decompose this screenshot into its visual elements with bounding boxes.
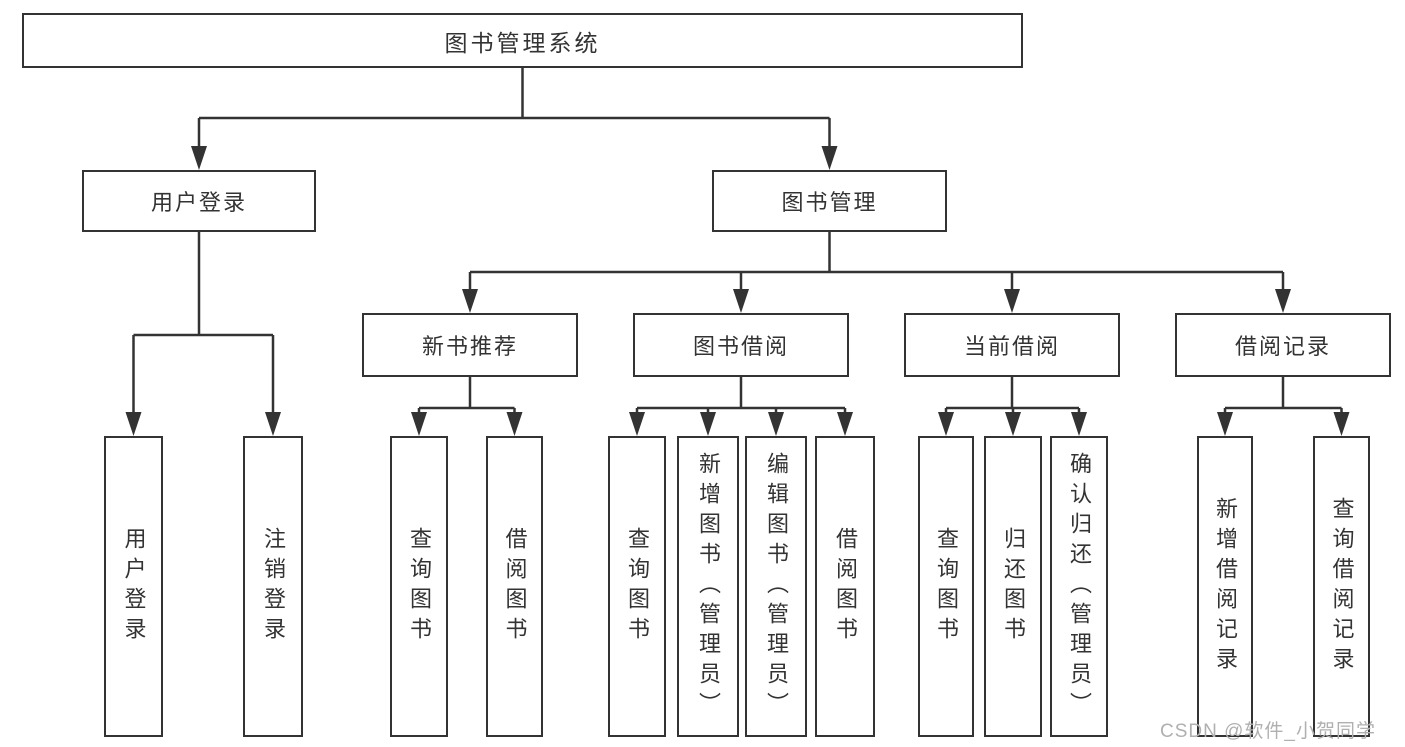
node-user-login: 用户登录 — [82, 170, 316, 232]
node-label: 新书推荐 — [421, 334, 518, 359]
arrow-down-icon — [1217, 412, 1233, 436]
arrow-down-icon — [938, 412, 954, 436]
leaf-logout: 注销登录 — [243, 436, 303, 737]
arrow-down-icon — [462, 289, 478, 313]
node-label: 注销登录 — [261, 526, 286, 647]
node-label: 查询图书 — [625, 526, 650, 647]
node-book-borrowing: 图书借阅 — [633, 313, 849, 377]
node-label: 新增图书（管理员） — [696, 451, 721, 722]
leaf-query-borrow-record: 查询借阅记录 — [1313, 436, 1370, 737]
arrow-down-icon — [265, 412, 281, 436]
arrow-down-icon — [821, 146, 838, 170]
node-label: 图书管理系统 — [444, 29, 601, 56]
arrow-down-icon — [733, 289, 749, 313]
arrow-down-icon — [1333, 412, 1350, 436]
node-label: 查询借阅记录 — [1329, 496, 1355, 677]
node-label: 借阅图书 — [502, 526, 528, 647]
leaf-borrow-books: 借阅图书 — [815, 436, 875, 737]
node-new-book-recommend: 新书推荐 — [362, 313, 578, 377]
node-label: 用户登录 — [121, 526, 147, 647]
node-label: 确认归还（管理员） — [1067, 451, 1092, 722]
node-label: 查询图书 — [934, 526, 959, 647]
arrow-down-icon — [837, 412, 853, 436]
arrow-down-icon — [1071, 412, 1087, 436]
node-label: 用户登录 — [150, 190, 247, 215]
leaf-user-login: 用户登录 — [104, 436, 163, 737]
leaf-query-books-current: 查询图书 — [918, 436, 974, 737]
arrow-down-icon — [1275, 289, 1291, 313]
arrow-down-icon — [411, 412, 427, 436]
node-label: 编辑图书（管理员） — [764, 451, 789, 722]
node-label: 归还图书 — [1001, 526, 1026, 647]
arrow-down-icon — [629, 412, 645, 436]
node-label: 当前借阅 — [963, 334, 1060, 359]
arrow-down-icon — [1004, 289, 1020, 313]
node-label: 借阅记录 — [1234, 334, 1331, 359]
leaf-query-books-borrow: 查询图书 — [608, 436, 666, 737]
arrow-down-icon — [506, 412, 523, 436]
node-book-management: 图书管理 — [712, 170, 947, 232]
node-label: 图书借阅 — [692, 334, 789, 359]
leaf-add-books-admin: 新增图书（管理员） — [677, 436, 739, 737]
leaf-add-borrow-record: 新增借阅记录 — [1197, 436, 1253, 737]
leaf-confirm-return-admin: 确认归还（管理员） — [1050, 436, 1108, 737]
leaf-query-books-recommend: 查询图书 — [390, 436, 448, 737]
arrow-down-icon — [125, 412, 142, 436]
arrow-down-icon — [700, 412, 716, 436]
csdn-watermark: CSDN @软件_小贺同学 — [1160, 721, 1376, 742]
node-label: 查询图书 — [407, 526, 432, 647]
arrow-down-icon — [768, 412, 784, 436]
node-root-system: 图书管理系统 — [22, 13, 1023, 68]
arrow-down-icon — [1005, 412, 1021, 436]
arrow-down-icon — [191, 146, 207, 170]
leaf-return-books: 归还图书 — [984, 436, 1042, 737]
leaf-borrow-books-recommend: 借阅图书 — [486, 436, 543, 737]
node-label: 图书管理 — [781, 190, 878, 215]
node-borrowing-records: 借阅记录 — [1175, 313, 1391, 377]
node-label: 借阅图书 — [833, 526, 858, 647]
leaf-edit-books-admin: 编辑图书（管理员） — [745, 436, 807, 737]
node-current-borrowing: 当前借阅 — [904, 313, 1120, 377]
node-label: 新增借阅记录 — [1213, 496, 1238, 677]
